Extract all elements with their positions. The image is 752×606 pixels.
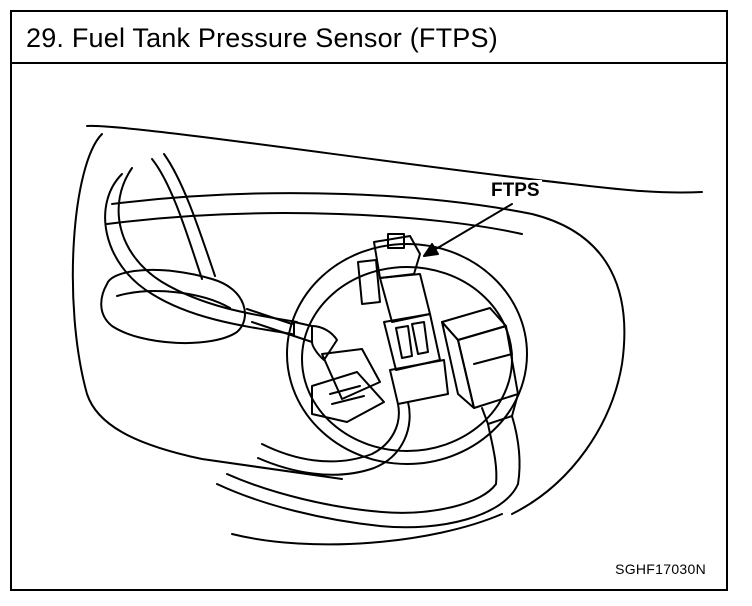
ftps-callout-label: FTPS xyxy=(489,180,542,202)
ftps-leader-line xyxy=(423,203,513,257)
fuel-tank-illustration: FTPS SGHF17030N xyxy=(12,64,726,589)
ftps-sensor xyxy=(357,233,431,323)
page-title: 29. Fuel Tank Pressure Sensor (FTPS) xyxy=(26,23,498,53)
diagram-frame: 29. Fuel Tank Pressure Sensor (FTPS) xyxy=(10,10,728,591)
wiring-harness xyxy=(216,401,519,529)
fuel-tank-outline xyxy=(71,124,703,546)
fuel-line-hose xyxy=(104,153,298,335)
pump-connector xyxy=(441,307,521,485)
figure-code: SGHF17030N xyxy=(615,561,706,577)
quick-connector xyxy=(311,348,385,423)
title-bar: 29. Fuel Tank Pressure Sensor (FTPS) xyxy=(12,12,726,64)
ftps-connector xyxy=(383,313,449,405)
vapor-line xyxy=(246,308,338,361)
hose-grommet xyxy=(100,269,246,345)
